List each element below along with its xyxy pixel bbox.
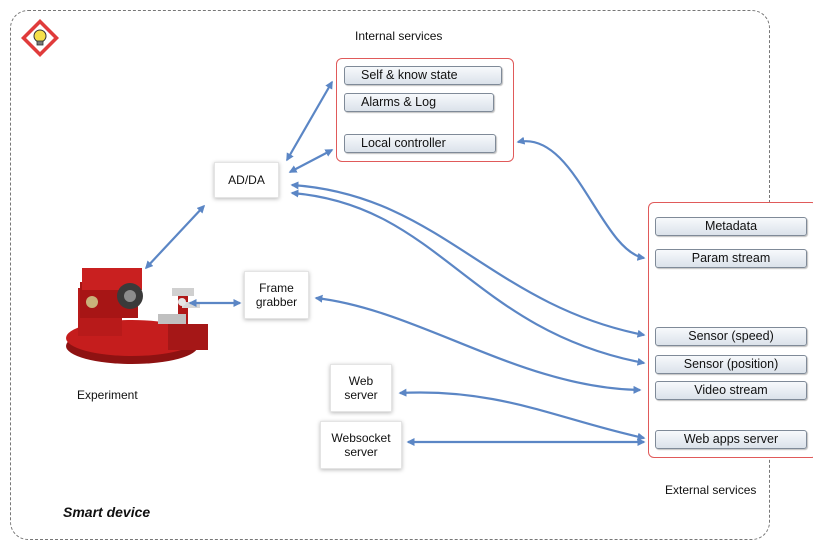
arrow-adda-self-state — [286, 80, 333, 162]
internal-services-title: Internal services — [355, 29, 443, 43]
arrow-adda-sensor-speed — [290, 181, 646, 338]
connection-arrows — [144, 80, 646, 446]
arrow-local-controller-param-stream — [516, 136, 646, 261]
adda-label: AD/DA — [228, 173, 265, 187]
service-metadata: Metadata — [655, 217, 807, 236]
external-services-title: External services — [665, 483, 757, 497]
arrow-experiment-adda — [144, 204, 206, 270]
websocket-server-label: Websocket server — [331, 431, 391, 459]
service-self-know-state: Self & know state — [344, 66, 502, 85]
experiment-apparatus-image — [66, 268, 208, 364]
service-web-apps-server: Web apps server — [655, 430, 807, 449]
arrow-adda-local-controller — [288, 149, 334, 173]
internal-services-group: Self & know state Alarms & Log Local con… — [336, 58, 514, 162]
service-param-stream: Param stream — [655, 249, 807, 268]
lightbulb-icon — [21, 19, 59, 57]
arrow-web-server-web-apps — [398, 388, 646, 441]
experiment-label: Experiment — [77, 388, 138, 402]
service-sensor-position: Sensor (position) — [655, 355, 807, 374]
service-video-stream: Video stream — [655, 381, 807, 400]
service-sensor-speed: Sensor (speed) — [655, 327, 807, 346]
service-alarms-log: Alarms & Log — [344, 93, 494, 112]
frame-grabber-label: Frame grabber — [255, 281, 298, 309]
arrow-frame-grabber-video-stream — [314, 294, 642, 394]
smart-device-label: Smart device — [63, 504, 151, 520]
external-services-group: Metadata Param stream Sensor (speed) Sen… — [648, 202, 813, 458]
service-local-controller: Local controller — [344, 134, 496, 153]
websocket-server-node: Websocket server — [320, 421, 402, 469]
adda-node: AD/DA — [214, 162, 279, 198]
arrow-adda-sensor-position — [290, 189, 646, 366]
